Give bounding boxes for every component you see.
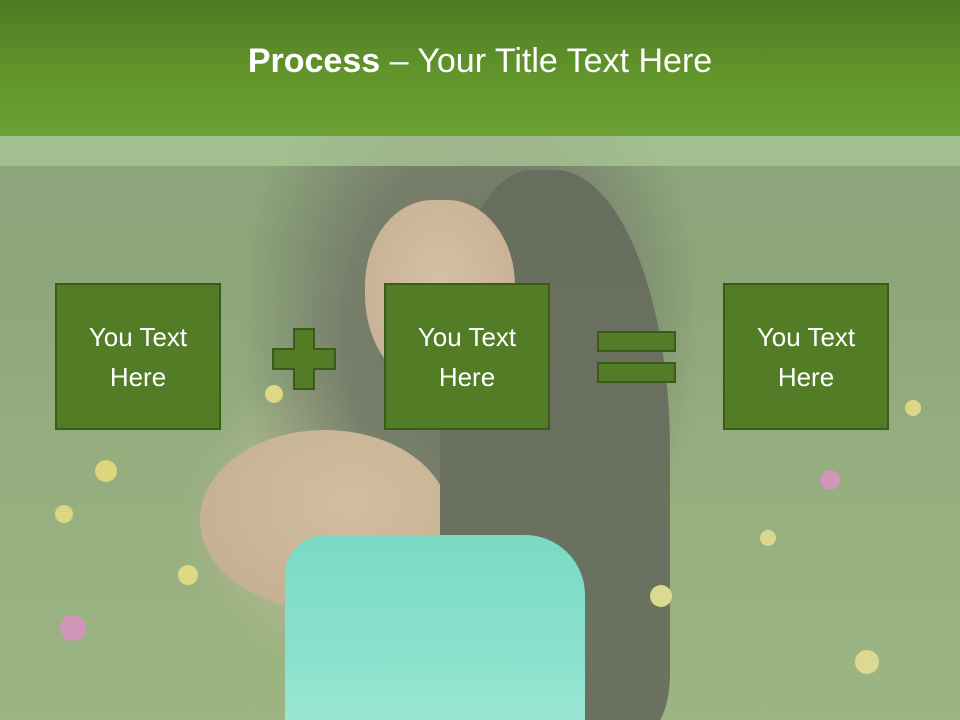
photo-flower (650, 585, 672, 607)
title-bar: Process – Your Title Text Here (0, 0, 960, 136)
plus-icon (272, 328, 336, 390)
process-box-3[interactable]: You Text Here (723, 283, 889, 430)
slide-title-rest: – Your Title Text Here (380, 42, 713, 80)
photo-flower (178, 565, 198, 585)
process-box-2[interactable]: You Text Here (384, 283, 550, 430)
photo-flower (905, 400, 921, 416)
process-box-1[interactable]: You Text Here (55, 283, 221, 430)
photo-flower (855, 650, 879, 674)
process-box-label: You Text Here (88, 321, 188, 392)
photo-flower (95, 460, 117, 482)
photo-flower (820, 470, 840, 490)
slide-title: Process – Your Title Text Here (248, 44, 712, 78)
process-box-label: You Text Here (756, 321, 856, 392)
photo-flower (760, 530, 776, 546)
title-underline-strip (0, 136, 960, 166)
photo-flower (55, 505, 73, 523)
photo-dress (285, 535, 585, 720)
photo-flower (265, 385, 283, 403)
photo-flower (60, 615, 86, 641)
slide-title-bold: Process (247, 42, 381, 80)
process-box-label: You Text Here (417, 321, 517, 392)
equals-icon (597, 331, 676, 383)
